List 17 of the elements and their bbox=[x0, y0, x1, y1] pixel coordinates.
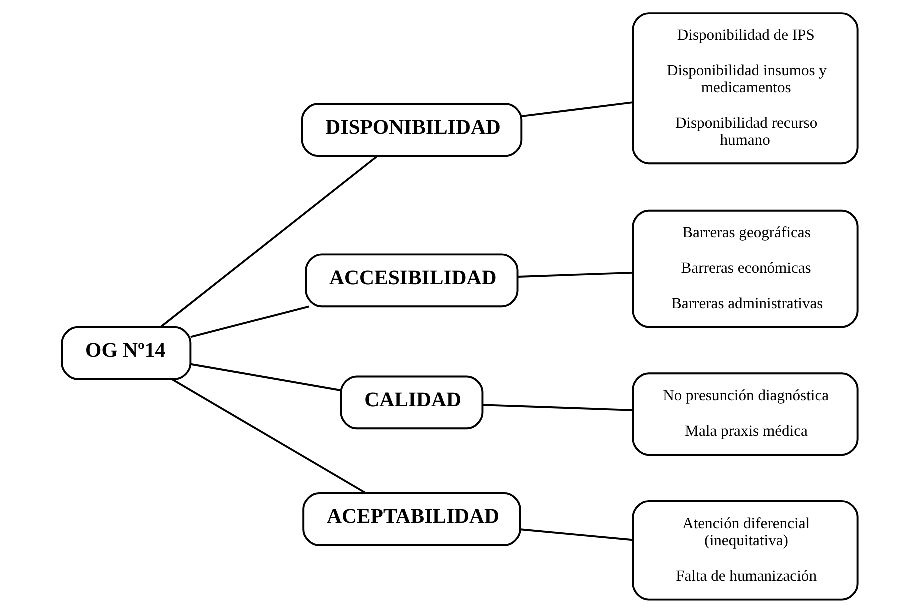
node-box: Barreras geográficas Barreras económicas Barreras administrativas bbox=[632, 210, 858, 328]
node-box: CALIDAD bbox=[340, 376, 484, 430]
connector bbox=[190, 363, 340, 392]
connector bbox=[160, 156, 378, 328]
connector bbox=[172, 378, 366, 494]
node-box: Disponibilidad de IPS Disponibilidad insumos y medicamentos Disponibilidad recurso humano bbox=[632, 12, 858, 165]
connector bbox=[482, 404, 632, 412]
connector bbox=[517, 272, 632, 278]
node-box: ACEPTABILIDAD bbox=[302, 492, 521, 546]
node-box: OG Nº14 bbox=[60, 326, 192, 380]
node-box: DISPONIBILIDAD bbox=[300, 103, 522, 158]
node-box: ACCESIBILIDAD bbox=[304, 254, 518, 308]
node-box: No presunción diagnóstica Mala praxis médica bbox=[632, 372, 858, 456]
connector bbox=[520, 528, 632, 542]
node-box: Atención diferencial (inequitativa) Falta de humanización bbox=[632, 500, 858, 601]
connector bbox=[190, 306, 310, 338]
connector bbox=[521, 102, 633, 118]
